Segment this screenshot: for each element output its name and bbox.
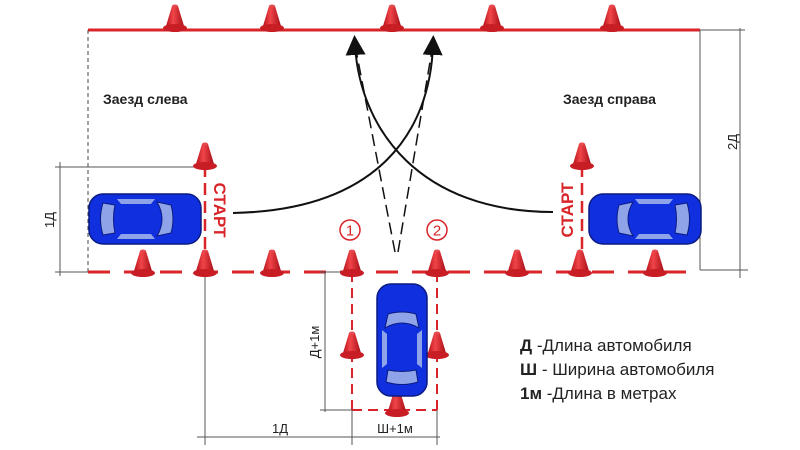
reverse-path-1 [355,49,396,253]
cone-icon [480,4,504,32]
legend-key: Ш [520,360,537,379]
dim-box-length: Д+1м [307,326,322,359]
legend-text: -Длина в метрах [542,384,677,403]
title-left: Заезд слева [103,91,188,107]
dim-box-width: Ш+1м [377,421,413,436]
legend-item: Ш - Ширина автомобиля [520,360,714,379]
car-parked-icon [376,283,428,397]
cone-icon [193,249,217,277]
cone-icon [570,142,594,170]
start-label-right: СТАРТ [558,182,577,238]
trajectory-right [345,35,554,213]
dim-left-height: 1Д [42,212,57,228]
cone-icon [505,249,529,277]
legend-text: - Ширина автомобиля [537,360,714,379]
cone-icon [193,142,217,170]
cone-icon [425,331,449,359]
legend: Д -Длина автомобиля Ш - Ширина автомобил… [520,336,714,403]
dim-right-height: 2Д [725,134,740,150]
cone-icon [131,249,155,277]
cone-icon [600,4,624,32]
trajectory-left [232,35,443,214]
start-label-left: СТАРТ [210,183,229,239]
cone-icon [643,249,667,277]
legend-key: 1м [520,384,542,403]
cone-icon [340,331,364,359]
marker-circle-2 [426,219,448,241]
legend-text: -Длина автомобиля [532,336,692,355]
marker-circle-1 [339,219,361,241]
cone-icon [380,4,404,32]
cone-icon [425,249,449,277]
cone-icon [568,249,592,277]
cone-icon [163,4,187,32]
cone-icon [260,4,284,32]
legend-item: Д -Длина автомобиля [520,336,692,355]
marker-1: 1 [346,223,354,240]
legend-item: 1м -Длина в метрах [520,384,677,403]
dimension-lines [55,28,748,445]
cone-icon [340,249,364,277]
car-left-icon [88,193,202,245]
car-right-icon [588,193,702,245]
cone-icon [260,249,284,277]
title-right: Заезд справа [563,91,656,107]
legend-key: Д [520,336,532,355]
reverse-path-2 [397,49,433,253]
dim-offset: 1Д [272,421,288,436]
marker-2: 2 [433,223,441,240]
